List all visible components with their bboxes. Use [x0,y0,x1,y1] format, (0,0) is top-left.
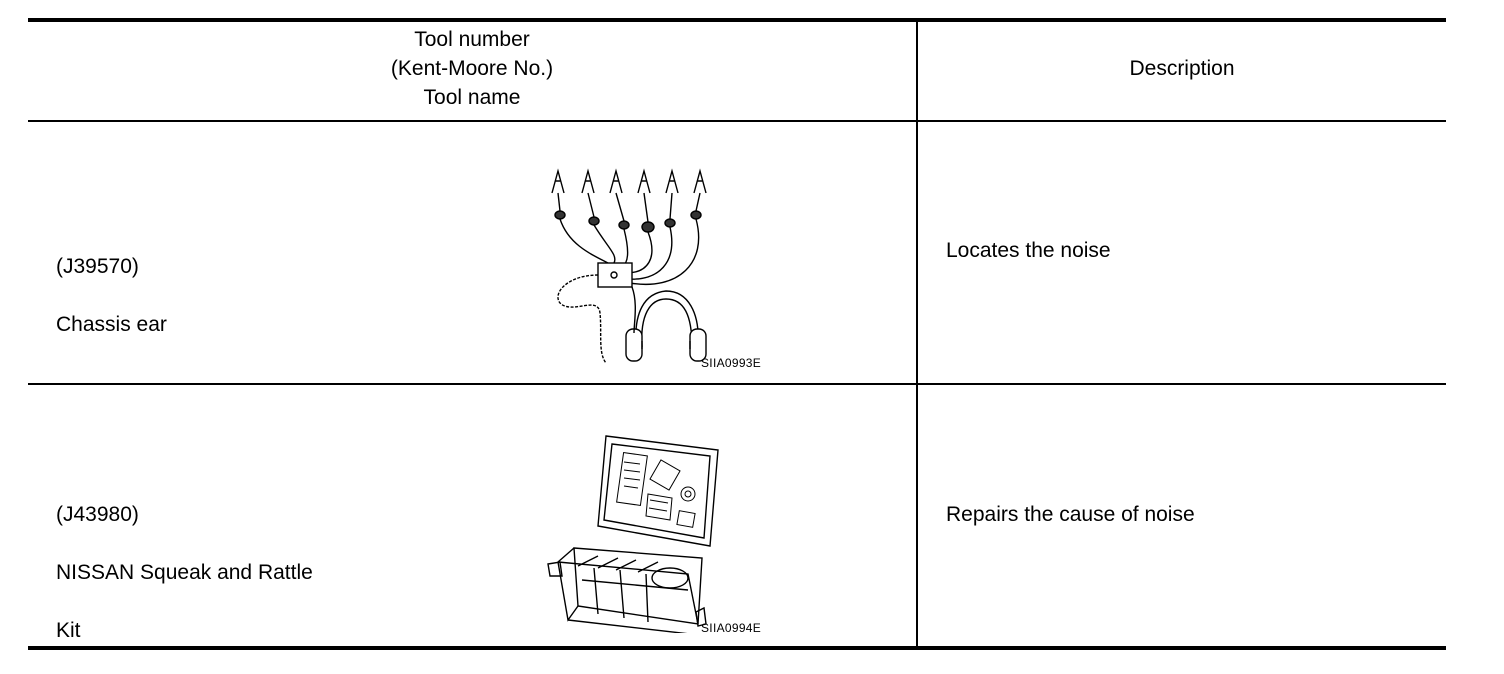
row1-tool-name: Chassis ear [56,313,167,336]
row2-figure-code: SIIA0994E [701,621,762,635]
row1-tool-text: (J39570) Chassis ear [56,223,167,368]
squeak-rattle-kit-illustration [547,435,719,633]
clip-clamp-icon [551,168,707,194]
lid-contents-icon [616,452,696,528]
row2-tool-text: (J43980) NISSAN Squeak and Rattle Kit [56,471,313,674]
header-kent-moore: (Kent-Moore No.) [390,57,554,80]
row2-description: Repairs the cause of noise [946,503,1195,526]
header-description: Description [1129,57,1235,80]
row2-tool-number: (J43980) [56,503,139,526]
row1-description: Locates the noise [946,239,1111,262]
header-tool-column: Tool number (Kent-Moore No.) Tool name [28,25,916,112]
row2-tool-name-line2: Kit [56,619,81,642]
table-top-rule [28,18,1446,22]
chassis-ear-illustration [551,168,707,364]
column-divider [916,20,918,646]
special-tools-table: Tool number (Kent-Moore No.) Tool name D… [28,18,1446,650]
header-tool-name: Tool name [423,86,521,109]
row1-tool-number: (J39570) [56,255,139,278]
header-tool-number: Tool number [414,28,530,51]
table-bottom-rule [28,646,1446,650]
row1-figure-code: SIIA0993E [701,356,762,370]
row-divider [28,383,1446,385]
row2-tool-name-line1: NISSAN Squeak and Rattle [56,561,313,584]
header-divider [28,120,1446,122]
